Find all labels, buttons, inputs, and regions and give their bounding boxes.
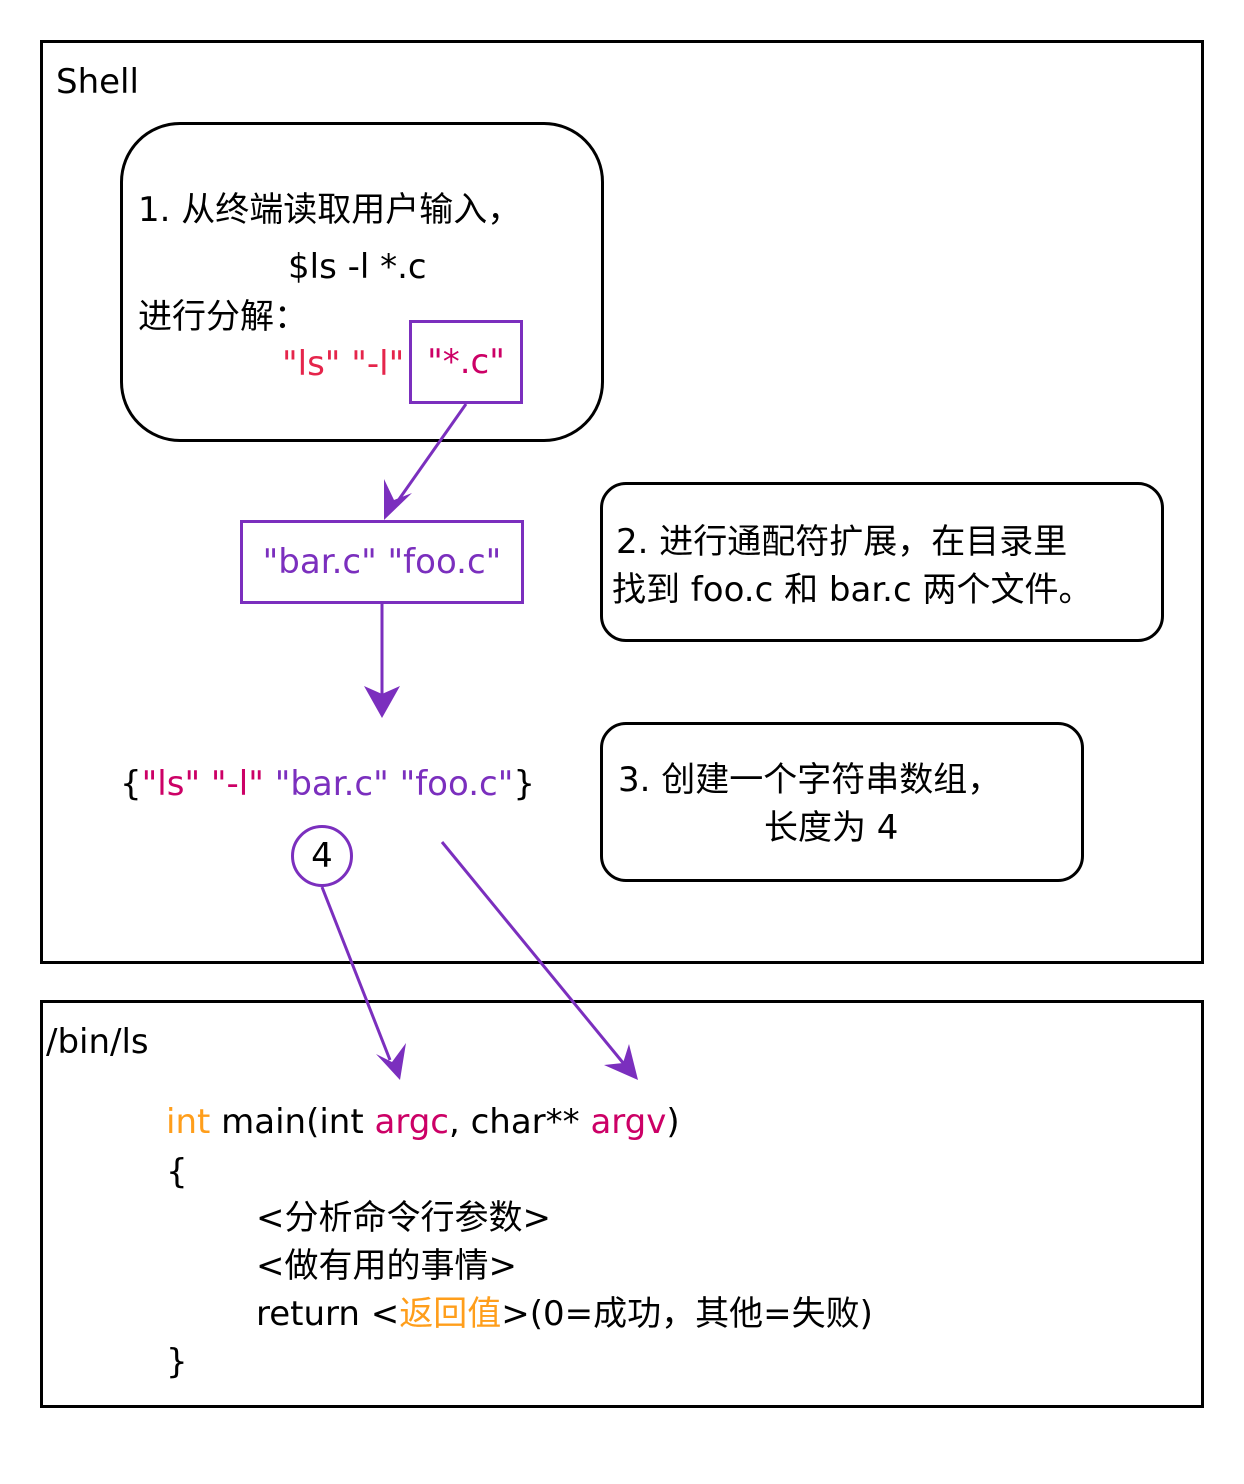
code-signature: int main(int argc, char** argv) <box>166 1102 680 1142</box>
array-count-circle: 4 <box>291 825 353 887</box>
array-count: 4 <box>311 836 333 876</box>
arrowhead-array <box>364 686 400 718</box>
token-l: "-l" <box>351 344 405 384</box>
arrowhead-argv <box>604 1044 638 1080</box>
array-ls: "ls" <box>141 764 201 804</box>
code-int-keyword: int <box>166 1102 211 1142</box>
arrow-glob-to-expansion <box>393 403 468 506</box>
step1-tokens: "ls" "-l" <box>282 344 404 384</box>
step1-command: $ls -l *.c <box>288 247 427 287</box>
code-return: return <返回值>(0=成功，其他=失败) <box>256 1294 873 1334</box>
step1-line1: 1. 从终端读取用户输入， <box>138 190 522 230</box>
arrowhead-argc <box>376 1043 406 1080</box>
step1-box <box>120 122 604 442</box>
array-foo: "foo.c" <box>399 764 514 804</box>
arrowhead-expansion <box>384 479 412 520</box>
code-argc: argc <box>374 1102 449 1142</box>
code-char: , char** <box>448 1102 591 1142</box>
step1-line3: 进行分解： <box>138 297 308 337</box>
expansion-text: "bar.c" "foo.c" <box>263 542 502 582</box>
code-return-a: return < <box>256 1294 400 1334</box>
array-bar: "bar.c" <box>274 764 389 804</box>
step3-line2: 长度为 4 <box>764 808 899 848</box>
array-close-brace: } <box>513 764 535 804</box>
expansion-bar: "bar.c" <box>262 542 377 582</box>
code-paren: ) <box>666 1102 680 1142</box>
step2-box <box>600 482 1164 642</box>
code-do-work: <做有用的事情> <box>256 1246 517 1286</box>
code-return-value: 返回值 <box>399 1294 502 1334</box>
code-argv: argv <box>590 1102 667 1142</box>
bin-ls-title: /bin/ls <box>46 1022 149 1062</box>
code-brace-close: } <box>166 1342 188 1382</box>
code-parse-args: <分析命令行参数> <box>256 1198 551 1238</box>
step3-box <box>600 722 1084 882</box>
token-ls: "ls" <box>282 344 341 384</box>
array-l: "-l" <box>210 764 264 804</box>
shell-title: Shell <box>56 62 139 102</box>
step2-line1: 2. 进行通配符扩展，在目录里 <box>616 522 1068 562</box>
code-main: main(int <box>210 1102 375 1142</box>
array-open-brace: { <box>120 764 142 804</box>
arrow-array-to-argv <box>440 841 626 1065</box>
step2-line2: 找到 foo.c 和 bar.c 两个文件。 <box>612 570 1093 610</box>
step3-line1: 3. 创建一个字符串数组， <box>618 760 1002 800</box>
code-brace-open: { <box>166 1152 188 1192</box>
glob-token-box: "*.c" <box>409 320 523 404</box>
token-glob: "*.c" <box>427 342 505 382</box>
expansion-box: "bar.c" "foo.c" <box>240 520 524 604</box>
string-array: {"ls" "-l" "bar.c" "foo.c"} <box>120 764 535 804</box>
expansion-foo: "foo.c" <box>387 542 502 582</box>
arrow-count-to-argc <box>320 886 392 1061</box>
code-return-b: >(0=成功，其他=失败) <box>501 1294 873 1334</box>
